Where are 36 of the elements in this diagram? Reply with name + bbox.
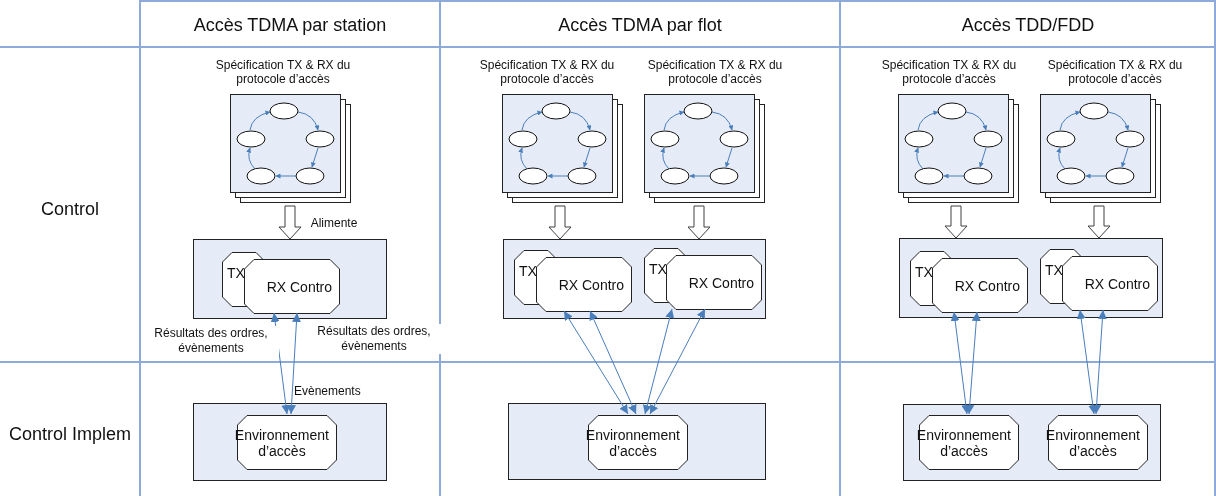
row-header: Control — [41, 198, 99, 220]
block-arrow — [1087, 205, 1111, 239]
double-arrow — [1092, 309, 1107, 415]
column-header: Accès TDMA par flot — [558, 14, 722, 36]
block-arrow — [687, 205, 711, 240]
block-arrow — [944, 205, 968, 239]
double-arrow — [965, 311, 981, 415]
octagon-box: RX Contro — [244, 259, 340, 314]
stack-heading: Spécification TX & RX du protocole d’accès — [478, 58, 616, 86]
double-arrow — [563, 310, 629, 415]
block-arrow — [548, 205, 572, 240]
stack-heading: Spécification TX & RX du protocole d’accès — [646, 58, 784, 86]
double-arrow — [1076, 309, 1098, 415]
octagon-box: RX Contro — [1062, 256, 1158, 311]
panel — [903, 404, 1161, 481]
column-header: Accès TDD/FDD — [961, 14, 1095, 36]
panel — [899, 238, 1163, 318]
panel — [193, 239, 387, 319]
arrow-label: Evènements — [294, 383, 361, 400]
double-arrow — [950, 311, 971, 415]
octagon-box: RX Contro — [536, 257, 632, 312]
panel — [193, 403, 387, 481]
column-header: Accès TDMA par station — [193, 14, 387, 36]
block-arrow — [278, 205, 302, 240]
panel — [503, 239, 766, 319]
octagon-box: RX Contro — [932, 258, 1028, 313]
panel — [508, 403, 766, 480]
row-header: Control Implem — [8, 423, 131, 445]
stack-heading: Spécification TX & RX du protocole d’accès — [1046, 58, 1184, 86]
double-arrow — [649, 308, 706, 415]
double-arrow — [287, 312, 301, 415]
double-arrow — [642, 308, 675, 415]
double-arrow — [589, 310, 637, 415]
stack-heading: Spécification TX & RX du protocole d’accès — [214, 58, 352, 86]
stack-heading: Spécification TX & RX du protocole d’accès — [880, 58, 1018, 86]
octagon-box: RX Contro — [666, 255, 762, 310]
